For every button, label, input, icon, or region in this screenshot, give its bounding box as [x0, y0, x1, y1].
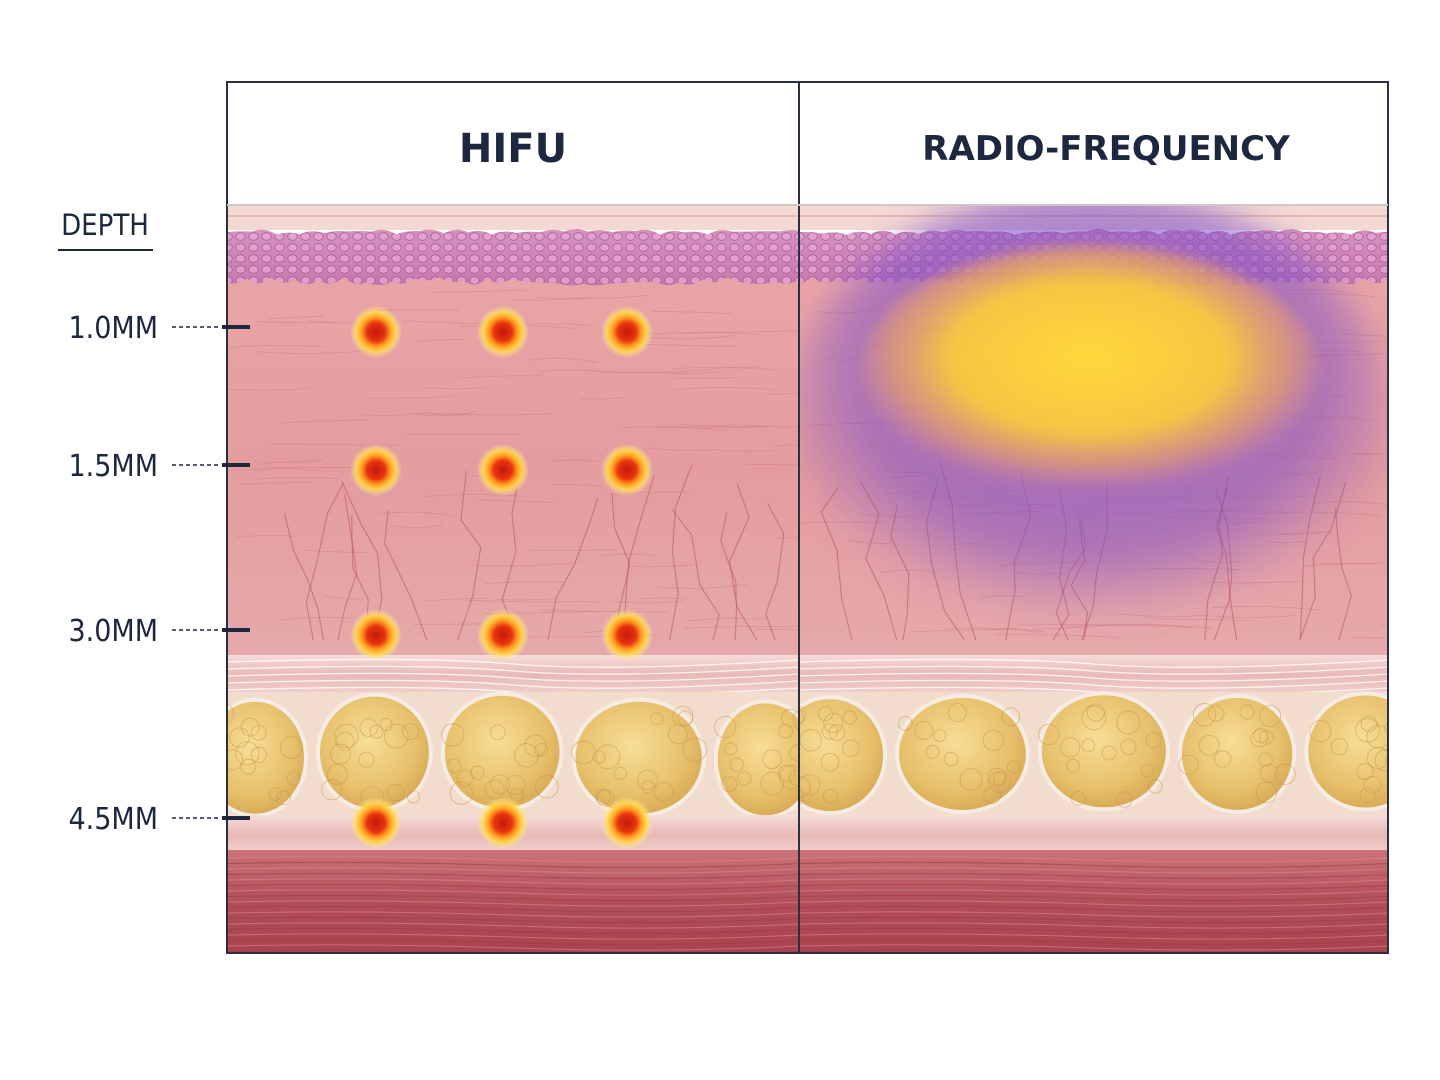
hifu-focal-point	[601, 444, 653, 496]
hifu-focal-point	[477, 306, 529, 358]
hifu-focal-point	[350, 444, 402, 496]
depth-tick-label: 1.0MM	[69, 311, 159, 346]
fat-lobule	[1177, 693, 1297, 814]
rf-heat-core	[860, 245, 1320, 495]
fascia-lower	[799, 815, 1388, 855]
stratum-corneum	[228, 205, 799, 230]
fat-lobule	[895, 693, 1030, 814]
fat-lobule	[1304, 691, 1388, 812]
hifu-title: HIFU	[459, 126, 567, 172]
fat-lobule	[315, 692, 433, 813]
depth-axis-title: DEPTH	[61, 208, 149, 242]
hifu-focal-point	[477, 444, 529, 496]
hifu-focal-point	[601, 306, 653, 358]
hifu-focal-point	[477, 797, 529, 849]
depth-axis: DEPTH 1.0MM 1.5MM 3.0MM 4.5MM	[58, 208, 250, 837]
depth-tick-label: 4.5MM	[69, 802, 159, 837]
hifu-focal-point	[350, 609, 402, 661]
fat-lobule	[1037, 691, 1170, 812]
rf-heat-zone	[799, 205, 1388, 635]
hifu-focal-point	[477, 609, 529, 661]
fat-lobule	[799, 695, 888, 816]
fascia-upper	[228, 655, 799, 695]
panels-outline	[226, 81, 1389, 954]
depth-tick-label: 1.5MM	[69, 449, 159, 484]
rf-title: RADIO-FREQUENCY	[922, 129, 1290, 169]
hifu-focal-points	[350, 306, 653, 849]
hifu-focal-point	[601, 797, 653, 849]
hifu-focal-point	[350, 797, 402, 849]
hifu-focal-point	[601, 609, 653, 661]
fascia-upper	[799, 655, 1388, 695]
hifu-focal-point	[350, 306, 402, 358]
depth-tick-label: 3.0MM	[69, 614, 159, 649]
